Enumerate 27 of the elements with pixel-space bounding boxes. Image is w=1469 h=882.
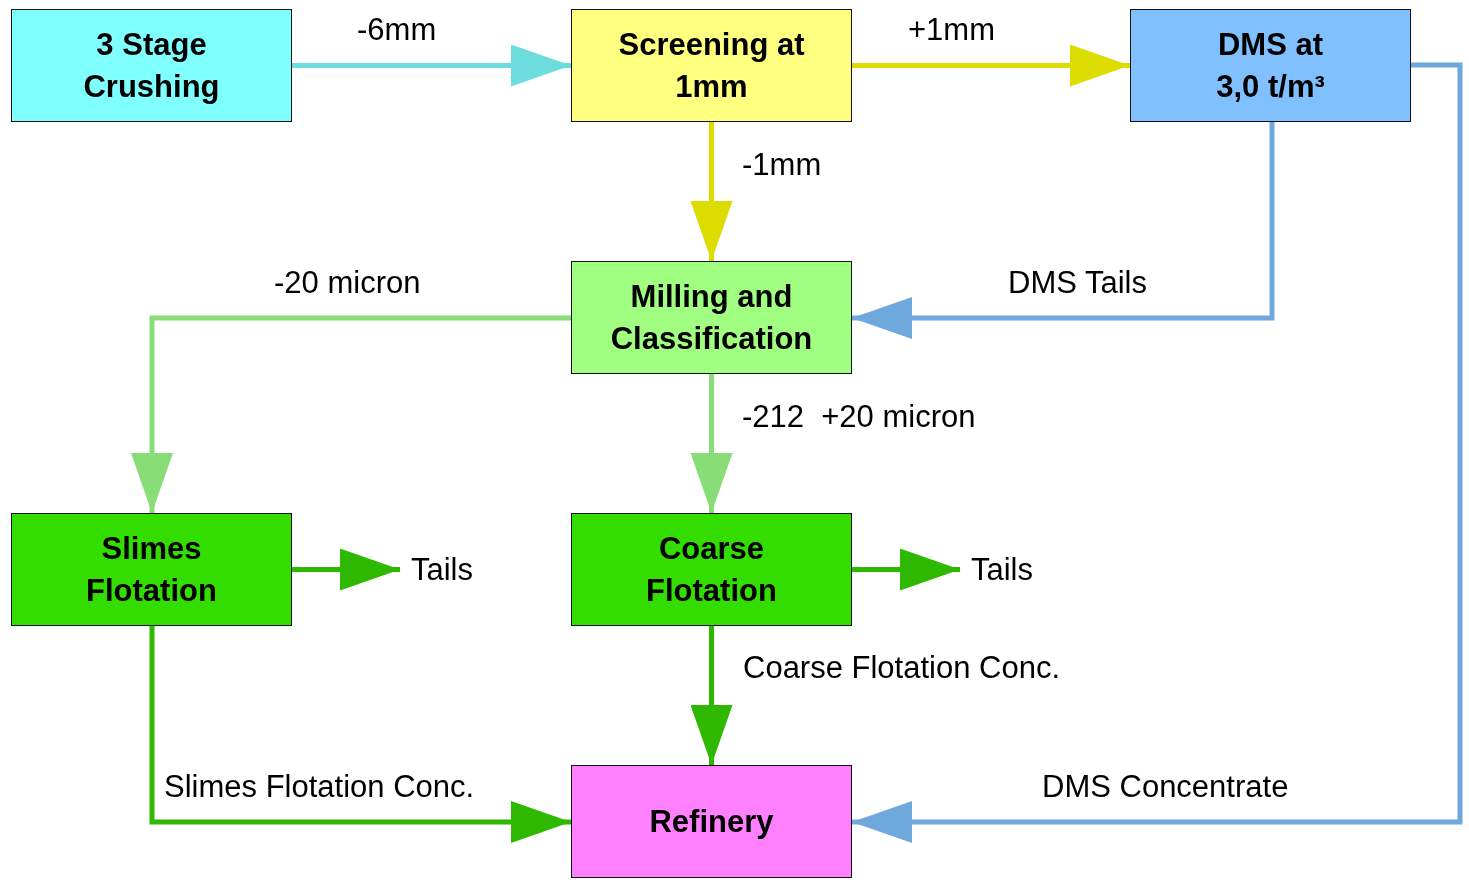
arrow (292, 44, 571, 87)
process-box (571, 513, 852, 626)
arrow (131, 315, 571, 513)
box-label: Refinery (648, 802, 775, 841)
arrow (690, 374, 733, 513)
box-label: Coarse Flotation (645, 529, 778, 610)
output-label: Tails (971, 551, 1033, 589)
output-label: Tails (411, 551, 473, 589)
process-box (571, 261, 852, 374)
arrow (292, 548, 400, 591)
process-box (571, 765, 852, 878)
arrow (852, 548, 960, 591)
box-label: Screening at 1mm (617, 25, 806, 106)
box-label: DMS at 3,0 t/m³ (1215, 25, 1326, 106)
process-box (11, 9, 292, 122)
box-label: Slimes Flotation (85, 529, 218, 610)
arrow (690, 626, 733, 765)
process-box (571, 9, 852, 122)
arrow (852, 44, 1130, 87)
arrow (852, 62, 1463, 843)
arrow (149, 626, 571, 843)
process-box (11, 513, 292, 626)
box-label: Milling and Classification (609, 277, 814, 358)
process-box (1130, 9, 1411, 122)
arrow (690, 122, 733, 261)
box-label: 3 Stage Crushing (82, 25, 221, 106)
arrow (852, 122, 1275, 339)
